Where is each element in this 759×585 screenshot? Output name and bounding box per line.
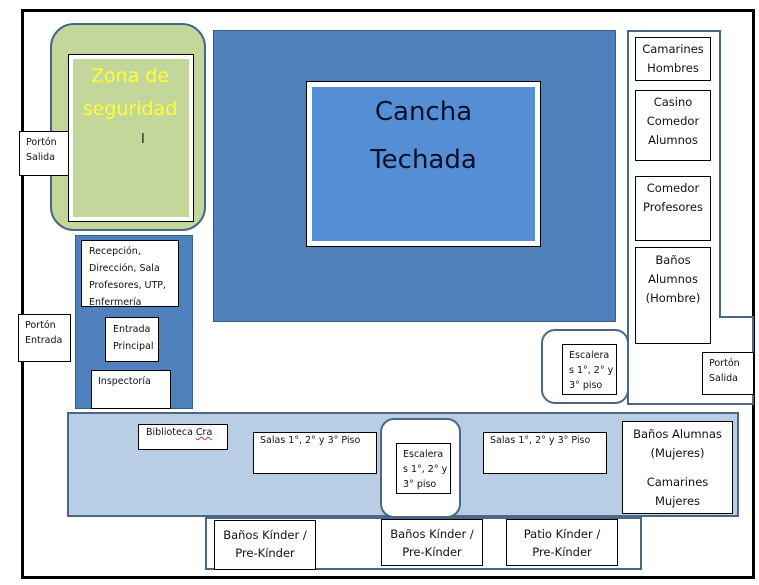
- room-label: Baños Kínder /: [390, 527, 474, 541]
- stairs-right-label: Escalera s 1°, 2° y 3° piso: [562, 344, 617, 395]
- kinder-bathroom-1: Baños Kínder / Pre-Kínder: [214, 520, 316, 570]
- boys-bathroom: Baños Alumnos (Hombre): [635, 247, 711, 344]
- gate-entrance: Portón Entrada: [18, 314, 71, 362]
- safety-zone-label-line2: seguridad: [82, 98, 178, 120]
- room-label: Baños: [655, 253, 691, 267]
- room-label: Hombres: [647, 61, 699, 75]
- room-label: Comedor: [646, 181, 700, 195]
- covered-court-label-line1: Cancha: [374, 97, 473, 127]
- classrooms-right: Salas 1°, 2° y 3° Piso: [483, 432, 607, 474]
- covered-court-inner: [306, 81, 541, 247]
- stairs-center-label: Escalera s 1°, 2° y 3° piso: [396, 443, 451, 494]
- room-label: (Mujeres): [650, 446, 705, 460]
- reception-line: Dirección, Sala: [89, 263, 160, 274]
- kinder-playground: Patio Kínder / Pre-Kínder: [506, 519, 618, 566]
- room-label: Pre-Kínder: [402, 545, 462, 559]
- safety-zone-label: Zona de seguridad: [70, 60, 190, 126]
- classrooms-left: Salas 1°, 2° y 3° Piso: [253, 432, 377, 474]
- room-label: Baños Kínder /: [223, 528, 307, 542]
- stairs-line: Escalera: [569, 350, 610, 361]
- stairs-line: 3° piso: [403, 479, 437, 490]
- site-boundary: [21, 9, 755, 579]
- reception-line: Recepción,: [89, 246, 141, 257]
- reception-line: Enfermería: [89, 297, 142, 308]
- girls-bathroom-lockers: Baños Alumnas (Mujeres) Camarines Mujere…: [622, 421, 733, 514]
- safety-zone-label-line1: Zona de: [90, 65, 170, 87]
- library-acronym: Cra: [195, 427, 213, 438]
- stairs-line: s 1°, 2° y: [403, 464, 448, 475]
- spacer: [623, 463, 732, 473]
- main-entrance: Entrada Principal: [105, 317, 159, 362]
- room-label: Mujeres: [654, 494, 701, 508]
- room-label: Profesores: [643, 200, 703, 214]
- mens-locker-room: Camarines Hombres: [635, 37, 711, 81]
- teachers-dining-room: Comedor Profesores: [635, 176, 711, 241]
- gate-exit-right: Portón Salida: [702, 352, 754, 395]
- gate-label: Portón: [26, 137, 57, 148]
- covered-court-label-line2: Techada: [370, 145, 477, 175]
- main-entrance-line: Principal: [113, 341, 154, 352]
- covered-court-label: Cancha Techada: [306, 88, 541, 184]
- room-label: Alumnos: [648, 133, 698, 147]
- gate-label: Salida: [709, 373, 738, 384]
- room-label: Pre-Kínder: [532, 545, 592, 559]
- room-label: Camarines: [642, 42, 704, 56]
- stairs-line: s 1°, 2° y: [569, 365, 614, 376]
- gate-label: Portón: [709, 358, 740, 369]
- safety-zone-inner: [68, 54, 194, 222]
- main-entrance-line: Entrada: [113, 324, 151, 335]
- gate-exit-left: Portón Salida: [19, 131, 69, 176]
- room-label: Pre-Kínder: [235, 546, 295, 560]
- room-label: Alumnos: [648, 272, 698, 286]
- room-label: Baños Alumnas: [633, 427, 722, 441]
- inspectorate-office: Inspectoría: [91, 370, 171, 409]
- gate-label: Entrada: [25, 335, 63, 346]
- stairs-line: 3° piso: [569, 380, 603, 391]
- gate-label: Portón: [25, 320, 56, 331]
- student-cafeteria: Casino Comedor Alumnos: [635, 90, 711, 161]
- room-label: Casino: [653, 95, 693, 109]
- library-cra: Biblioteca Cra: [138, 424, 228, 450]
- reception-office: Recepción, Dirección, Sala Profesores, U…: [81, 240, 179, 308]
- room-label: Comedor: [646, 114, 700, 128]
- room-label: (Hombre): [645, 291, 701, 305]
- text-cursor-mark: I: [141, 132, 145, 147]
- kinder-bathroom-2: Baños Kínder / Pre-Kínder: [381, 519, 483, 566]
- library-label: Biblioteca: [146, 427, 196, 438]
- room-label: Patio Kínder /: [523, 527, 601, 541]
- stairs-line: Escalera: [403, 449, 444, 460]
- reception-line: Profesores, UTP,: [89, 280, 167, 291]
- gate-label: Salida: [26, 152, 55, 163]
- room-label: Camarines: [646, 475, 709, 489]
